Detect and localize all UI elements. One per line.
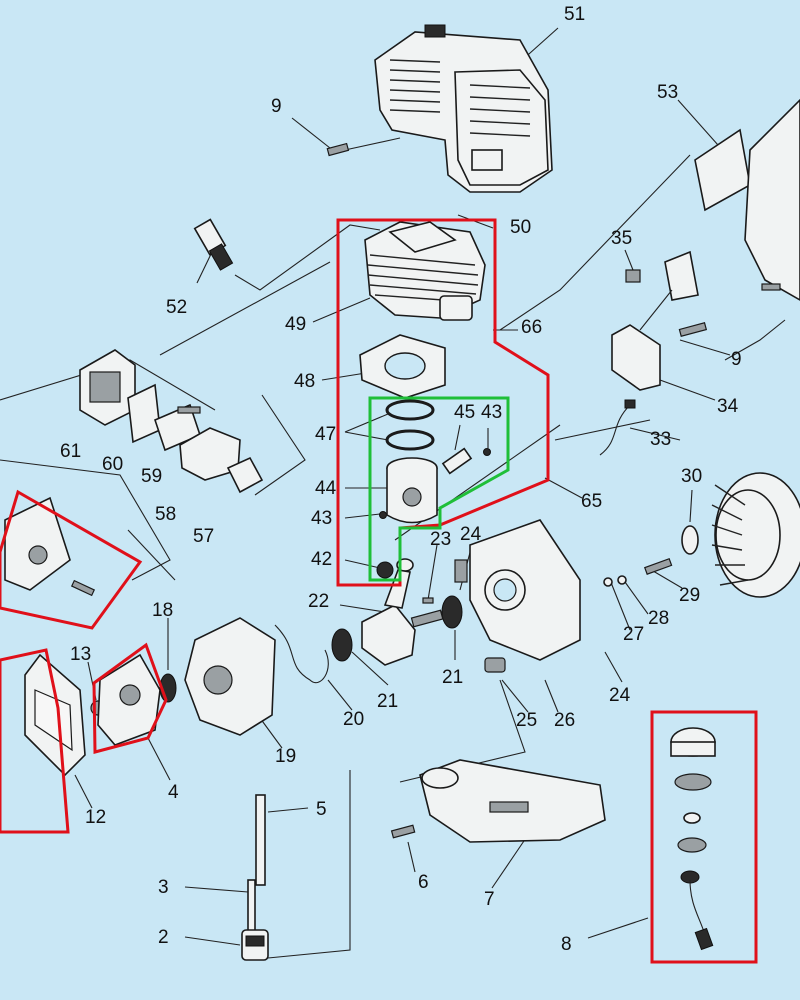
air-filter-housing — [4, 496, 96, 597]
drive-shaft-part-5 — [247, 794, 266, 936]
label-7: 7 — [484, 889, 495, 910]
label-35: 35 — [611, 228, 632, 249]
label-49: 49 — [285, 314, 306, 335]
label-43: 43 — [481, 402, 502, 423]
label-9: 9 — [271, 96, 282, 117]
label-42: 42 — [311, 549, 332, 570]
label-53: 53 — [657, 82, 678, 103]
label-12: 12 — [85, 807, 106, 828]
highlight-box-rear-plate — [0, 648, 70, 834]
label-3: 3 — [158, 877, 169, 898]
label-2: 2 — [158, 927, 169, 948]
crankshaft-part-22 — [361, 569, 444, 666]
label-45: 45 — [454, 402, 475, 423]
label-48: 48 — [294, 371, 315, 392]
piston-pin-part-45 — [441, 447, 473, 475]
label-18: 18 — [152, 600, 173, 621]
label-22: 22 — [308, 591, 329, 612]
highlight-box-cylinder-group — [336, 218, 550, 587]
label-9: 9 — [731, 349, 742, 370]
crankcase-half-part-19 — [184, 617, 276, 736]
label-43: 43 — [311, 508, 332, 529]
spark-plug-part-52 — [193, 218, 234, 271]
highlight-box-piston-group — [368, 396, 510, 582]
label-6: 6 — [418, 872, 429, 893]
wire-part-33 — [599, 399, 636, 456]
gasket-part-20 — [274, 624, 329, 683]
label-59: 59 — [141, 466, 162, 487]
clutch-part-2 — [241, 929, 269, 961]
label-24: 24 — [609, 685, 631, 706]
flywheel-part-30 — [603, 472, 800, 598]
bearing-part-21 — [331, 595, 463, 662]
piston-part-44 — [386, 457, 438, 524]
label-47: 47 — [315, 424, 336, 445]
label-57: 57 — [193, 526, 214, 547]
label-30: 30 — [681, 466, 702, 487]
fuel-tank-part-7 — [419, 759, 606, 843]
label-29: 29 — [679, 585, 700, 606]
highlight-box-air-filter — [0, 489, 143, 630]
label-50: 50 — [510, 217, 531, 238]
crankcase-half-part-26 — [454, 519, 581, 661]
clip-part-43 — [379, 448, 491, 519]
key-part-23 — [422, 597, 434, 604]
label-60: 60 — [102, 454, 123, 475]
label-5: 5 — [316, 799, 327, 820]
starter-plate-part-4 — [97, 653, 161, 746]
muffler-part-53 — [694, 98, 800, 301]
highlight-box-starter-plate — [92, 642, 168, 754]
fuel-cap-assembly-part-8 — [670, 727, 716, 951]
label-52: 52 — [166, 297, 187, 318]
label-27: 27 — [623, 624, 644, 645]
label-13: 13 — [70, 644, 91, 665]
label-19: 19 — [275, 746, 296, 767]
cap-part-25 — [484, 657, 506, 673]
label-25: 25 — [516, 710, 537, 731]
label-23: 23 — [430, 529, 451, 550]
label-20: 20 — [343, 709, 364, 730]
label-21: 21 — [377, 691, 398, 712]
label-51: 51 — [564, 4, 585, 25]
rear-plate-part-12 — [24, 653, 86, 777]
highlight-box-fuel-cap — [650, 710, 758, 964]
label-61: 61 — [60, 441, 81, 462]
engine-cover-part-51 — [374, 24, 553, 193]
label-44: 44 — [315, 478, 337, 499]
gasket-part-48 — [359, 334, 446, 399]
label-21: 21 — [442, 667, 463, 688]
carburetor-part-61 — [79, 349, 136, 426]
label-33: 33 — [650, 429, 671, 450]
label-58: 58 — [155, 504, 176, 525]
label-8: 8 — [561, 934, 572, 955]
screw-part-6 — [390, 824, 416, 839]
label-28: 28 — [648, 608, 669, 629]
label-24: 24 — [460, 524, 482, 545]
label-4: 4 — [168, 782, 179, 803]
leader-lines — [0, 27, 786, 959]
part-labels: 51 9 53 50 52 35 49 66 9 48 34 47 45 43 … — [60, 4, 742, 955]
screw-part-9 — [326, 142, 350, 157]
label-34: 34 — [717, 396, 739, 417]
label-26: 26 — [554, 710, 575, 731]
gasket-part-57 — [226, 456, 264, 494]
cylinder-part-49 — [364, 221, 486, 321]
piston-rings-part-47 — [385, 399, 435, 451]
label-65: 65 — [581, 491, 602, 512]
label-66: 66 — [521, 317, 542, 338]
ignition-part-34 — [611, 250, 708, 391]
